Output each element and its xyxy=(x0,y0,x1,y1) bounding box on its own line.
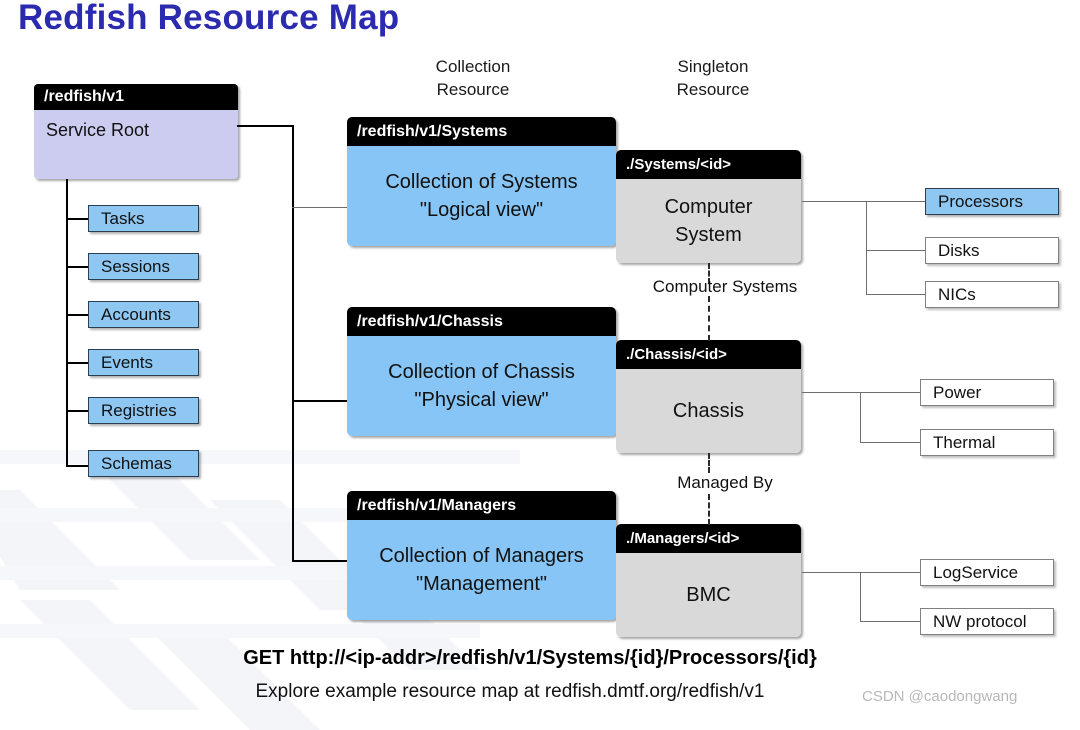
child-node-label: Thermal xyxy=(933,432,996,452)
collection-uri-chassis: /redfish/v1/Chassis xyxy=(347,307,616,336)
child-node-label: NW protocol xyxy=(933,611,1027,631)
sidebar-branch-line-sessions xyxy=(66,266,89,268)
singleton-node-chassis[interactable]: ./Chassis/<id> Chassis xyxy=(616,340,801,453)
relation-connector-managed-by-lower xyxy=(708,494,710,525)
column-header-singleton-line1: Singleton xyxy=(677,57,749,76)
collection-node-systems[interactable]: /redfish/v1/Systems Collection of System… xyxy=(347,117,616,246)
managers-child-branch-nwprotocol xyxy=(860,621,921,622)
column-header-singleton-line2: Resource xyxy=(676,80,750,99)
singleton-uri-managers: ./Managers/<id> xyxy=(616,524,801,553)
child-node-processors[interactable]: Processors xyxy=(925,188,1059,215)
trunk-branch-line-chassis xyxy=(292,400,348,402)
watermark-label: CSDN @caodongwang xyxy=(862,688,1018,705)
child-node-logservice[interactable]: LogService xyxy=(920,559,1054,586)
chassis-children-stem xyxy=(802,392,860,393)
sidebar-branch-line-accounts xyxy=(66,314,89,316)
collection-line2-chassis: "Physical view" xyxy=(414,389,549,411)
footer-explore-note: Explore example resource map at redfish.… xyxy=(255,681,765,702)
systems-child-branch-nics xyxy=(866,294,926,295)
collections-trunk-line xyxy=(292,125,294,561)
singleton-node-bmc[interactable]: ./Managers/<id> BMC xyxy=(616,524,801,637)
sidebar-item-events[interactable]: Events xyxy=(88,349,199,376)
relation-connector-computer-systems xyxy=(708,263,710,284)
sidebar-item-schemas[interactable]: Schemas xyxy=(88,450,199,477)
service-root-node[interactable]: /redfish/v1 Service Root xyxy=(34,84,238,179)
sidebar-branch-line-events xyxy=(66,362,89,364)
singleton-node-computer-system[interactable]: ./Systems/<id> Computer System xyxy=(616,150,801,263)
relation-connector-managed-by xyxy=(708,453,710,473)
trunk-branch-line-managers xyxy=(292,560,348,562)
child-node-nw-protocol[interactable]: NW protocol xyxy=(920,608,1054,635)
relation-label-managed-by: Managed By xyxy=(677,473,773,492)
managers-children-trunk xyxy=(860,572,861,621)
sidebar-item-accounts[interactable]: Accounts xyxy=(88,301,199,328)
sidebar-branch-line-schemas xyxy=(66,465,89,467)
managers-child-branch-logservice xyxy=(860,572,921,573)
column-header-singleton-resource: Singleton Resource xyxy=(638,55,788,101)
column-header-collection-line2: Resource xyxy=(436,80,510,99)
collection-line2-systems: "Logical view" xyxy=(419,199,544,221)
singleton-line2-systems: System xyxy=(675,224,742,246)
relation-label-computer-systems: Computer Systems xyxy=(652,277,798,296)
child-node-disks[interactable]: Disks xyxy=(925,237,1059,264)
collection-uri-systems: /redfish/v1/Systems xyxy=(347,117,616,146)
sidebar-item-sessions[interactable]: Sessions xyxy=(88,253,199,280)
collection-node-chassis[interactable]: /redfish/v1/Chassis Collection of Chassi… xyxy=(347,307,616,436)
column-header-collection-line1: Collection xyxy=(435,57,511,76)
sidebar-item-label: Tasks xyxy=(101,208,145,228)
sidebar-trunk-line xyxy=(66,179,68,467)
collection-line1-chassis: Collection of Chassis xyxy=(388,361,575,383)
sidebar-item-label: Schemas xyxy=(101,453,172,473)
footer-get-example: GET http://<ip-addr>/redfish/v1/Systems/… xyxy=(243,647,817,669)
collection-node-managers[interactable]: /redfish/v1/Managers Collection of Manag… xyxy=(347,491,616,620)
collection-line1-managers: Collection of Managers xyxy=(379,545,584,567)
child-node-label: Power xyxy=(933,382,982,402)
sidebar-item-label: Registries xyxy=(101,400,177,420)
sidebar-item-registries[interactable]: Registries xyxy=(88,397,199,424)
sidebar-branch-line-tasks xyxy=(66,218,89,220)
collection-line2-managers: "Management" xyxy=(416,573,547,595)
systems-children-stem xyxy=(802,201,866,202)
chassis-child-branch-power xyxy=(860,392,921,393)
child-node-label: Disks xyxy=(938,240,980,260)
child-node-label: NICs xyxy=(938,284,976,304)
sidebar-item-label: Sessions xyxy=(101,256,170,276)
collection-uri-managers: /redfish/v1/Managers xyxy=(347,491,616,520)
systems-child-branch-processors xyxy=(866,201,926,202)
sidebar-item-tasks[interactable]: Tasks xyxy=(88,205,199,232)
singleton-line1-systems: Computer xyxy=(664,196,753,218)
singleton-uri-chassis: ./Chassis/<id> xyxy=(616,340,801,369)
sidebar-item-label: Accounts xyxy=(101,304,171,324)
column-header-collection-resource: Collection Resource xyxy=(398,55,548,101)
sidebar-branch-line-registries xyxy=(66,410,89,412)
managers-children-stem xyxy=(802,572,860,573)
chassis-child-branch-thermal xyxy=(860,442,921,443)
relation-connector-computer-systems-lower xyxy=(708,296,710,341)
singleton-line1-chassis: Chassis xyxy=(672,400,745,422)
page-title: Redfish Resource Map xyxy=(18,0,400,37)
systems-child-branch-disks xyxy=(866,250,926,251)
chassis-children-trunk xyxy=(860,392,861,442)
child-node-power[interactable]: Power xyxy=(920,379,1054,406)
child-node-thermal[interactable]: Thermal xyxy=(920,429,1054,456)
child-node-label: Processors xyxy=(938,191,1024,211)
singleton-line1-managers: BMC xyxy=(686,584,731,606)
root-to-trunk-line xyxy=(237,125,294,127)
service-root-label: Service Root xyxy=(46,120,150,140)
collection-line1-systems: Collection of Systems xyxy=(385,171,578,193)
child-node-label: LogService xyxy=(933,562,1019,582)
sidebar-item-label: Events xyxy=(101,352,153,372)
systems-children-trunk xyxy=(866,201,867,294)
singleton-uri-systems: ./Systems/<id> xyxy=(616,150,801,179)
child-node-nics[interactable]: NICs xyxy=(925,281,1059,308)
service-root-uri: /redfish/v1 xyxy=(34,84,238,110)
trunk-branch-line-systems xyxy=(292,207,348,208)
